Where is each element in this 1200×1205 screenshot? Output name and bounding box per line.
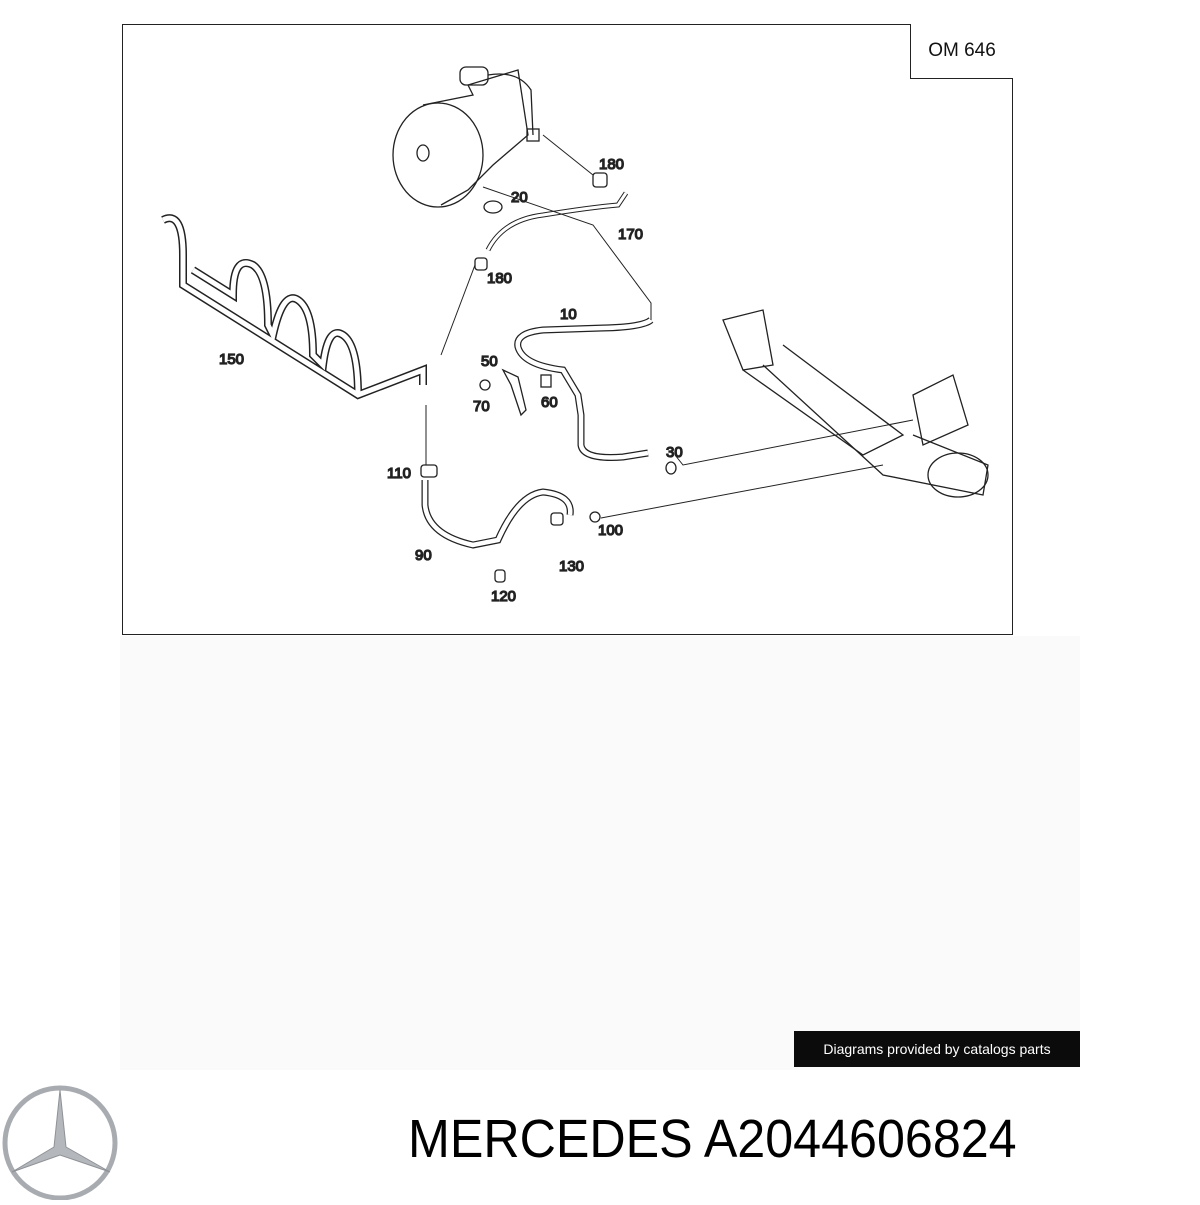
cooler-150-inner: [161, 215, 426, 398]
part-label[interactable]: 60: [540, 393, 558, 411]
product-title: MERCEDES A2044606824: [408, 1108, 1017, 1170]
part-label[interactable]: 120: [490, 587, 516, 605]
part-label[interactable]: 70: [472, 397, 490, 415]
part-label[interactable]: 150: [218, 350, 244, 368]
hose-170-inner: [486, 192, 628, 251]
brand-name: MERCEDES: [408, 1109, 693, 1169]
part-label[interactable]: 180: [598, 155, 624, 173]
hose-10: [421, 317, 654, 549]
steering-rack: [722, 309, 989, 498]
hose-10-inner: [422, 318, 653, 548]
part-labels: 180 20 170 180 10 150 50 70 60 30 110 10…: [218, 155, 683, 605]
diagram-drawing: 180 20 170 180 10 150 50 70 60 30 110 10…: [161, 66, 989, 606]
leader-lines: [425, 134, 914, 519]
part-label[interactable]: 110: [386, 464, 411, 482]
mercedes-star-logo-icon: [0, 1085, 120, 1201]
part-label[interactable]: 180: [486, 269, 512, 287]
part-label[interactable]: 20: [510, 188, 528, 206]
diagram-credit: Diagrams provided by catalogs parts: [794, 1031, 1080, 1067]
power-steering-pump: [392, 66, 540, 208]
part-number: A2044606824: [703, 1109, 1017, 1169]
part-label[interactable]: 50: [480, 352, 498, 370]
part-label[interactable]: 10: [559, 305, 577, 323]
part-label[interactable]: 130: [558, 557, 584, 575]
part-label[interactable]: 90: [414, 546, 432, 564]
cooler-150: [161, 214, 427, 400]
fittings: [420, 172, 677, 583]
part-label[interactable]: 30: [665, 443, 683, 461]
part-label[interactable]: 170: [617, 225, 643, 243]
parts-diagram: 180 20 170 180 10 150 50 70 60 30 110 10…: [122, 24, 1013, 635]
diagram-backdrop: [120, 636, 1080, 1070]
part-label[interactable]: 100: [597, 521, 623, 539]
engine-code-box: OM 646: [910, 24, 1013, 79]
